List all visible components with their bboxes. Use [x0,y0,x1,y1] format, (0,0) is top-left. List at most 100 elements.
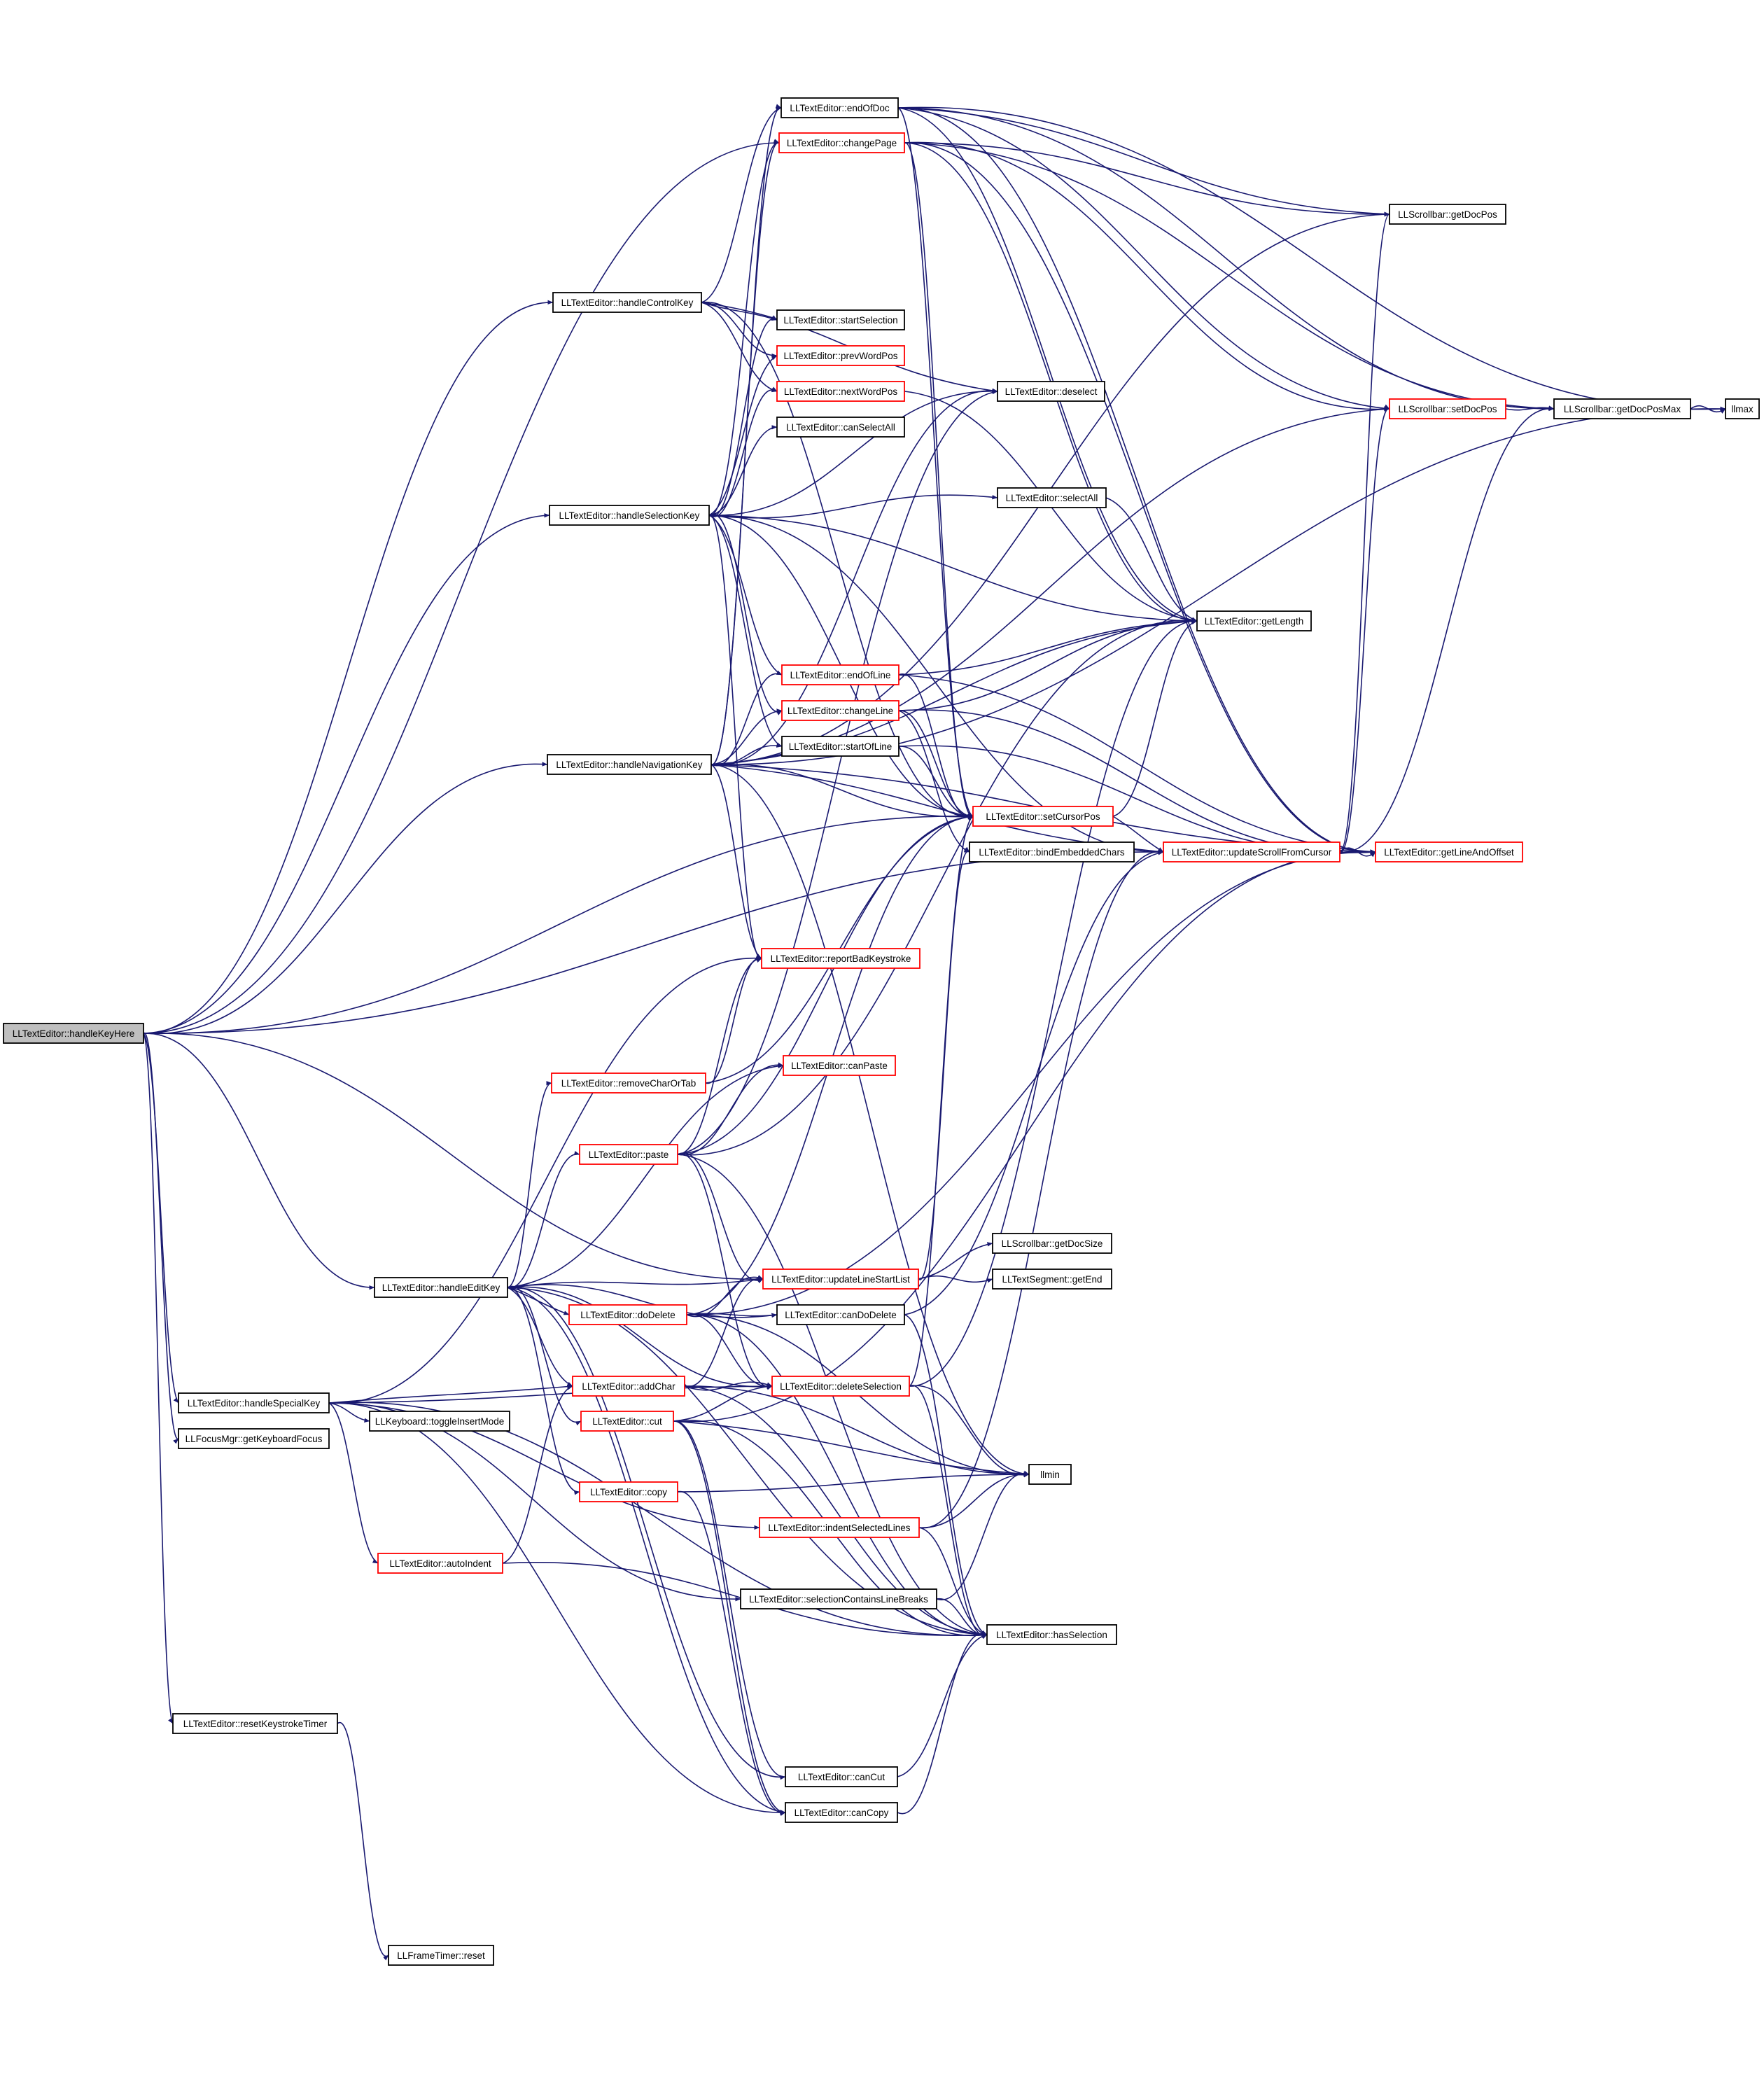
node-box [551,1073,706,1094]
node-label: LLTextEditor::setCursorPos [986,811,1100,822]
node-box [785,1766,898,1787]
edge-handle-edit-key-to-add-char [507,1287,573,1387]
edge-end-of-line-to-get-line-and-offset [898,674,1376,854]
node-handle-edit-key[interactable]: LLTextEditor::handleEditKey [374,1277,508,1298]
node-box [549,505,710,526]
node-label: LLTextEditor::resetKeystrokeTimer [183,1719,328,1729]
node-frame-timer-reset[interactable]: LLFrameTimer::reset [388,1945,494,1966]
node-box [997,381,1105,402]
edge-handle-selection-key-to-deselect [708,389,998,516]
edge-change-page-to-set-cursor-pos [904,142,974,820]
edge-delete-selection-to-llmin [909,1385,1030,1478]
node-can-select-all[interactable]: LLTextEditor::canSelectAll [776,417,905,438]
node-label: LLTextEditor::canPaste [791,1061,888,1071]
node-has-selection[interactable]: LLTextEditor::hasSelection [986,1624,1117,1645]
node-get-line-and-offset[interactable]: LLTextEditor::getLineAndOffset [1375,841,1523,862]
node-copy[interactable]: LLTextEditor::copy [579,1481,678,1502]
node-select-all[interactable]: LLTextEditor::selectAll [997,487,1107,508]
node-auto-indent[interactable]: LLTextEditor::autoIndent [377,1553,503,1574]
node-report-bad-keystroke[interactable]: LLTextEditor::reportBadKeystroke [761,948,920,969]
edge-handle-special-key-to-can-copy [328,1402,786,1815]
node-handle-control-key[interactable]: LLTextEditor::handleControlKey [552,292,702,313]
node-update-line-start-list[interactable]: LLTextEditor::updateLineStartList [762,1269,919,1290]
node-handle-special-key[interactable]: LLTextEditor::handleSpecialKey [178,1392,330,1413]
node-prev-word-pos[interactable]: LLTextEditor::prevWordPos [776,345,905,366]
node-can-do-delete[interactable]: LLTextEditor::canDoDelete [776,1304,905,1325]
node-add-char[interactable]: LLTextEditor::addChar [572,1376,685,1397]
edge-set-cursor-pos-to-update-scroll-from-cursor [1112,816,1164,853]
node-label: LLTextEditor::startOfLine [789,741,892,752]
node-end-of-line[interactable]: LLTextEditor::endOfLine [781,664,899,685]
node-do-delete[interactable]: LLTextEditor::doDelete [568,1304,687,1325]
node-reset-keystroke-timer[interactable]: LLTextEditor::resetKeystrokeTimer [172,1713,338,1734]
edge-end-of-doc-to-sb-get-doc-pos-max [897,107,1555,412]
node-cut[interactable]: LLTextEditor::cut [580,1411,674,1432]
edge-end-of-doc-to-sb-get-doc-pos [897,107,1390,216]
node-box [369,1411,510,1432]
node-change-page[interactable]: LLTextEditor::changePage [778,132,905,153]
edge-can-do-delete-to-has-selection [904,1314,988,1636]
node-box [1553,398,1691,419]
edge-handle-navigation-key-to-llmin [710,764,1030,1476]
node-box [972,806,1114,827]
node-update-scroll-from-cursor[interactable]: LLTextEditor::updateScrollFromCursor [1163,841,1340,862]
node-label: LLTextEditor::canCopy [794,1808,889,1818]
node-box [552,292,702,313]
node-next-word-pos[interactable]: LLTextEditor::nextWordPos [776,381,905,402]
node-handle-key-here[interactable]: LLTextEditor::handleKeyHere [3,1023,144,1044]
node-change-line[interactable]: LLTextEditor::changeLine [781,700,899,721]
node-sb-get-doc-pos[interactable]: LLScrollbar::getDocPos [1389,204,1506,225]
node-handle-selection-key[interactable]: LLTextEditor::handleSelectionKey [549,505,710,526]
edge-paste-to-set-cursor-pos [677,814,974,1155]
node-label: LLTextEditor::updateLineStartList [771,1274,910,1285]
node-label: LLKeyboard::toggleInsertMode [375,1416,505,1427]
edge-do-delete-to-can-do-delete [686,1313,778,1318]
node-bind-embedded-chars[interactable]: LLTextEditor::bindEmbeddedChars [969,841,1135,862]
node-selection-contains-line-breaks[interactable]: LLTextEditor::selectionContainsLineBreak… [740,1588,937,1609]
node-sb-get-doc-pos-max[interactable]: LLScrollbar::getDocPosMax [1553,398,1691,419]
node-start-selection[interactable]: LLTextEditor::startSelection [776,309,905,330]
node-can-copy[interactable]: LLTextEditor::canCopy [785,1802,898,1823]
edge-cut-to-can-cut [673,1420,786,1780]
node-deselect[interactable]: LLTextEditor::deselect [997,381,1105,402]
node-label: LLFrameTimer::reset [397,1950,485,1961]
node-end-of-doc[interactable]: LLTextEditor::endOfDoc [780,97,899,118]
edge-handle-key-here-to-handle-selection-key [143,513,550,1034]
node-box [579,1144,678,1165]
edge-change-page-to-sb-set-doc-pos [904,141,1390,412]
edge-paste-to-report-bad-keystroke [677,956,762,1155]
node-box [761,948,920,969]
node-box [1028,1464,1072,1485]
node-llmax[interactable]: llmax [1725,398,1760,419]
node-indent-selected-lines[interactable]: LLTextEditor::indentSelectedLines [759,1517,920,1538]
node-get-keyboard-focus[interactable]: LLFocusMgr::getKeyboardFocus [178,1428,330,1449]
node-can-paste[interactable]: LLTextEditor::canPaste [783,1055,896,1076]
edge-handle-control-key-to-set-cursor-pos [701,302,974,820]
edge-handle-key-here-to-handle-control-key [143,300,554,1034]
node-handle-navigation-key[interactable]: LLTextEditor::handleNavigationKey [547,754,712,775]
node-paste[interactable]: LLTextEditor::paste [579,1144,678,1165]
node-label: LLTextEditor::handleSelectionKey [559,510,700,521]
node-label: LLTextEditor::copy [590,1487,667,1497]
edge-change-page-to-get-line-and-offset [904,142,1376,855]
node-toggle-insert-mode[interactable]: LLKeyboard::toggleInsertMode [369,1411,510,1432]
node-set-cursor-pos[interactable]: LLTextEditor::setCursorPos [972,806,1114,827]
node-ts-get-end[interactable]: LLTextSegment::getEnd [992,1269,1112,1290]
edge-delete-selection-to-get-length [909,618,1198,1387]
node-can-cut[interactable]: LLTextEditor::canCut [785,1766,898,1787]
node-box [785,1802,898,1823]
edge-cut-to-delete-selection [673,1384,773,1422]
node-sb-get-doc-size[interactable]: LLScrollbar::getDocSize [992,1233,1112,1254]
edge-paste-to-delete-selection [677,1153,773,1390]
node-start-of-line[interactable]: LLTextEditor::startOfLine [781,736,899,757]
node-sb-set-doc-pos[interactable]: LLScrollbar::setDocPos [1389,398,1506,419]
node-get-length[interactable]: LLTextEditor::getLength [1196,610,1312,631]
node-delete-selection[interactable]: LLTextEditor::deleteSelection [771,1376,910,1397]
edge-handle-key-here-to-set-cursor-pos [143,813,974,1034]
edge-handle-selection-key-to-get-length [708,515,1198,624]
node-remove-char-or-tab[interactable]: LLTextEditor::removeCharOrTab [551,1073,706,1094]
node-llmin[interactable]: llmin [1028,1464,1072,1485]
node-box [374,1277,508,1298]
node-box [992,1233,1112,1254]
node-label: LLTextEditor::addChar [582,1381,676,1392]
